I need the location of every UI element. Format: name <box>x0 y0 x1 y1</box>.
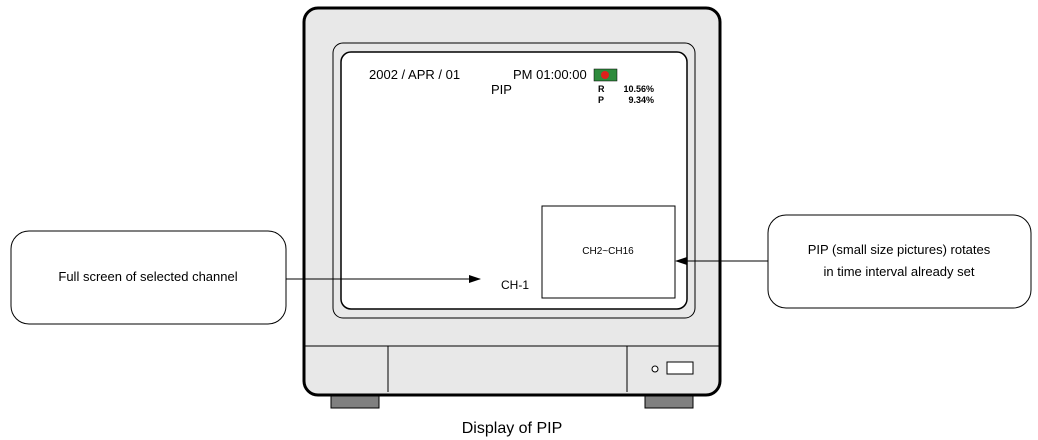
pip-window <box>541 205 676 299</box>
callout-right-box <box>767 214 1032 309</box>
callout-right-line1: PIP (small size pictures) rotates <box>808 242 991 257</box>
r-label: R <box>598 84 605 94</box>
power-button <box>666 361 694 375</box>
screen-date: 2002 / APR / 01 <box>369 67 460 82</box>
main-channel-label: CH-1 <box>501 278 529 292</box>
p-label: P <box>598 95 604 105</box>
record-dot-icon <box>601 71 609 79</box>
power-led-icon <box>651 365 659 373</box>
screen-mode-label: PIP <box>491 82 512 97</box>
diagram-caption: Display of PIP <box>462 420 562 437</box>
callout-left-box <box>10 230 287 325</box>
r-value: 10.56% <box>623 84 654 94</box>
screen-time: PM 01:00:00 <box>513 67 587 82</box>
callout-left-text: Full screen of selected channel <box>58 269 237 284</box>
p-value: 9.34% <box>628 95 654 105</box>
callout-right-line2: in time interval already set <box>823 264 974 279</box>
pip-channels-label: CH2~CH16 <box>582 246 634 257</box>
